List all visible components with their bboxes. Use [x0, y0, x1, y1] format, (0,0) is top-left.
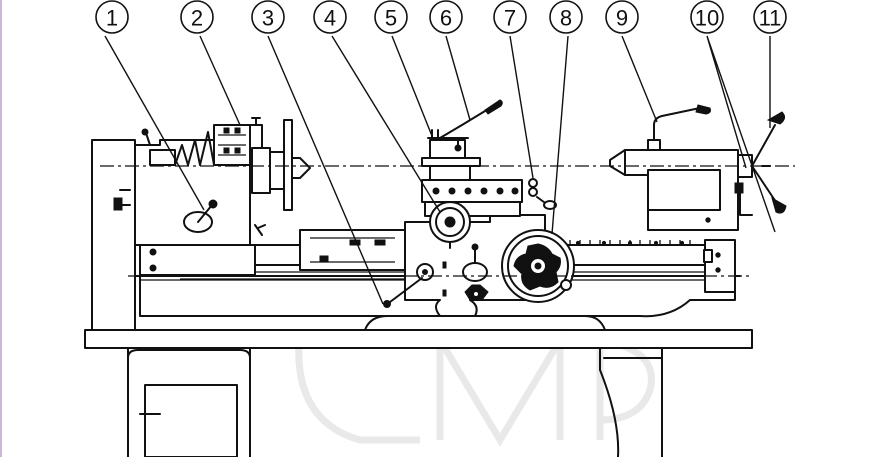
callout-6: 6 [429, 0, 463, 34]
callout-9: 9 [605, 0, 639, 34]
page-edge [0, 0, 2, 457]
callout-4-label: 4 [324, 6, 336, 31]
callouts: 1 2 3 4 5 6 7 8 9 10 11 [95, 0, 787, 34]
leader-lines [104, 35, 776, 305]
callout-1-label: 1 [106, 6, 118, 31]
callout-11: 11 [753, 0, 787, 34]
callout-5-label: 5 [385, 6, 397, 31]
tailstock [609, 104, 787, 231]
callout-10-label: 10 [695, 6, 719, 31]
stand-door [144, 384, 238, 457]
carriage [299, 99, 575, 317]
callout-4: 4 [313, 0, 347, 34]
callout-3: 3 [251, 0, 285, 34]
callout-2-label: 2 [191, 6, 203, 31]
callout-5: 5 [374, 0, 408, 34]
callout-7: 7 [493, 0, 527, 34]
callout-6-label: 6 [440, 6, 452, 31]
callout-1: 1 [95, 0, 129, 34]
callout-8: 8 [549, 0, 583, 34]
callout-11-label: 11 [759, 6, 782, 31]
callout-2: 2 [180, 0, 214, 34]
lathe-stand [84, 315, 753, 457]
callout-10: 10 [690, 0, 724, 34]
callout-7-label: 7 [504, 6, 516, 31]
callout-9-label: 9 [616, 6, 628, 31]
callout-8-label: 8 [560, 6, 572, 31]
callout-3-label: 3 [262, 6, 274, 31]
